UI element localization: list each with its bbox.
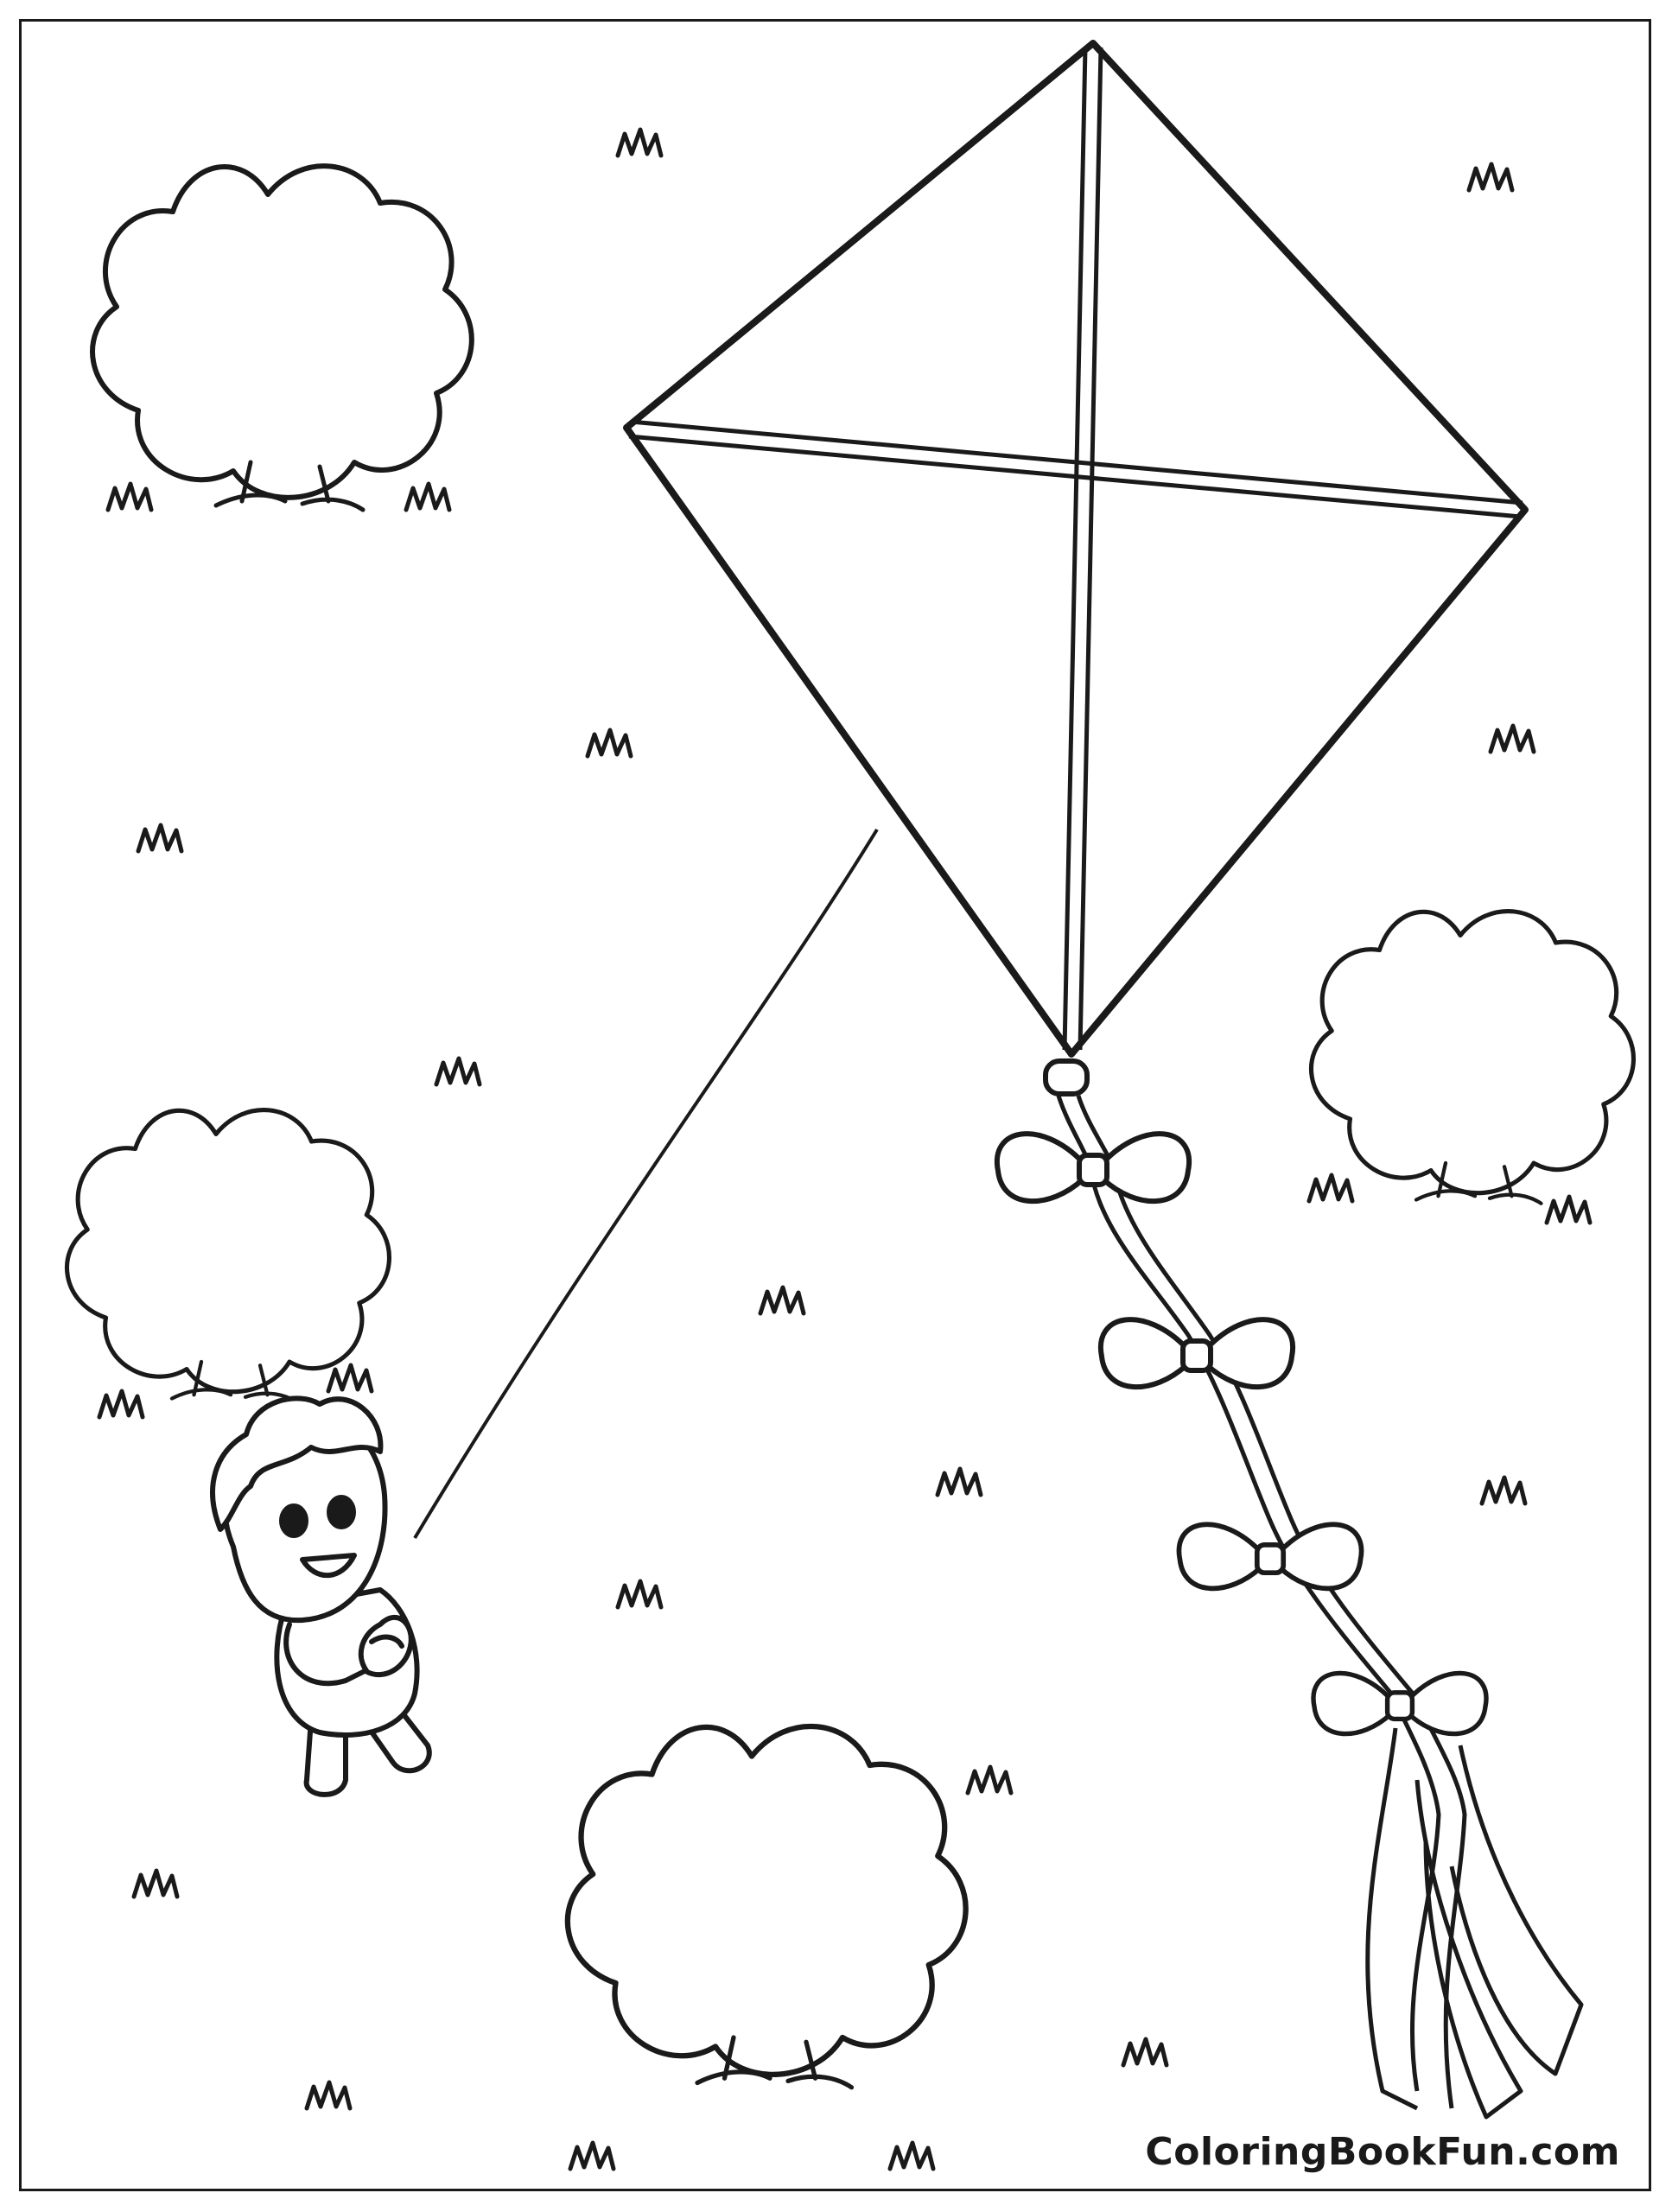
bow-icon bbox=[1313, 1673, 1486, 1733]
bush-icon bbox=[568, 1726, 966, 2088]
bow-icon bbox=[1101, 1319, 1293, 1387]
kite-icon bbox=[623, 40, 1529, 1096]
bush-icon bbox=[67, 1110, 389, 1402]
bow-icon bbox=[997, 1134, 1189, 1201]
ribbon-tail-icon bbox=[1056, 1095, 1584, 2120]
kite-string-icon bbox=[413, 828, 879, 1540]
bow-icon bbox=[1179, 1524, 1361, 1588]
bush-icon bbox=[92, 166, 472, 510]
watermark-text: ColoringBookFun.com bbox=[1145, 2130, 1620, 2174]
bush-icon bbox=[1311, 912, 1633, 1204]
boy-icon bbox=[210, 1395, 432, 1797]
